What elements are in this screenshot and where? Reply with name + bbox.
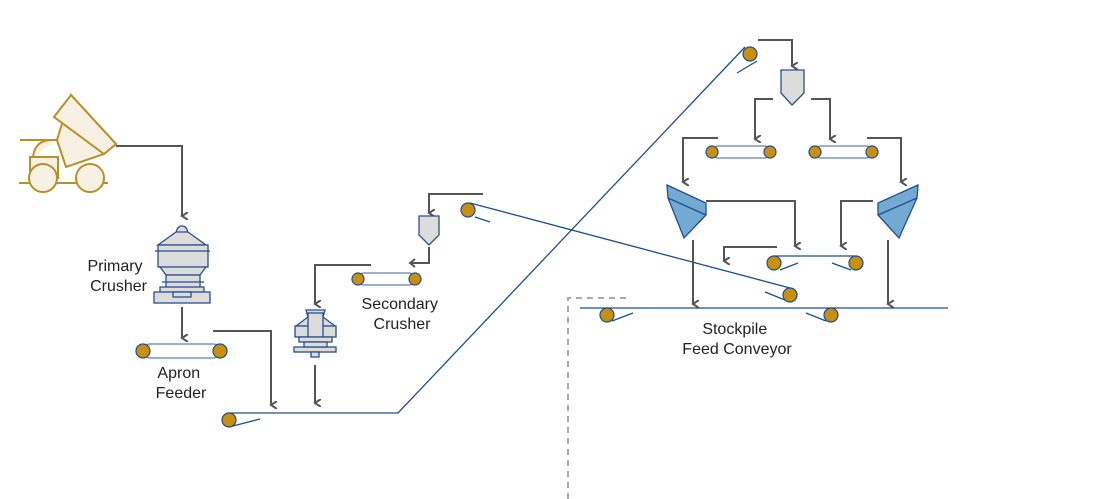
- flow-arrow: [724, 246, 777, 261]
- main-transfer-conveyor: [221, 46, 758, 428]
- cone-crusher-left-icon: [666, 183, 707, 240]
- flow-arrow: [758, 39, 792, 66]
- flow-arrow: [683, 137, 718, 182]
- apron-feeder-conveyor: [135, 343, 228, 359]
- return-conveyor: [460, 202, 798, 303]
- flow-arrow: [755, 98, 773, 139]
- flow-arrow: [811, 98, 830, 139]
- recirculation-conveyor: [766, 255, 864, 271]
- flow-arrow: [410, 247, 430, 264]
- tertiary-feed-conveyor-left: [705, 145, 777, 159]
- cone-crusher-right-icon: [877, 183, 919, 240]
- boundary-dashed-line: [567, 297, 626, 499]
- flow-arrow: [429, 193, 483, 213]
- flow-arrow: [867, 137, 901, 182]
- apron-feeder-label: Apron Feeder: [156, 365, 207, 402]
- stockpile-feed-conveyor-label: Stockpile Feed Conveyor: [682, 321, 792, 358]
- arrowhead: [408, 258, 416, 268]
- haul-truck-icon: [19, 93, 118, 193]
- flow-arrow: [841, 200, 873, 246]
- secondary-crusher-label: Secondary Crusher: [362, 296, 443, 333]
- secondary-crusher-icon: [293, 309, 337, 358]
- tertiary-feed-conveyor-right: [808, 145, 879, 159]
- flow-arrow: [706, 200, 795, 246]
- flow-arrow: [116, 145, 182, 216]
- splitter-bin-icon: [780, 69, 805, 106]
- flow-arrow: [315, 264, 371, 304]
- primary-crusher-label: Primary Crusher: [87, 258, 147, 295]
- stockpile-feed-conveyor: [580, 307, 948, 323]
- primary-crusher-icon: [153, 225, 211, 304]
- flow-arrow: [213, 330, 271, 405]
- surge-bin-icon: [418, 215, 440, 246]
- secondary-feed-conveyor: [351, 272, 422, 286]
